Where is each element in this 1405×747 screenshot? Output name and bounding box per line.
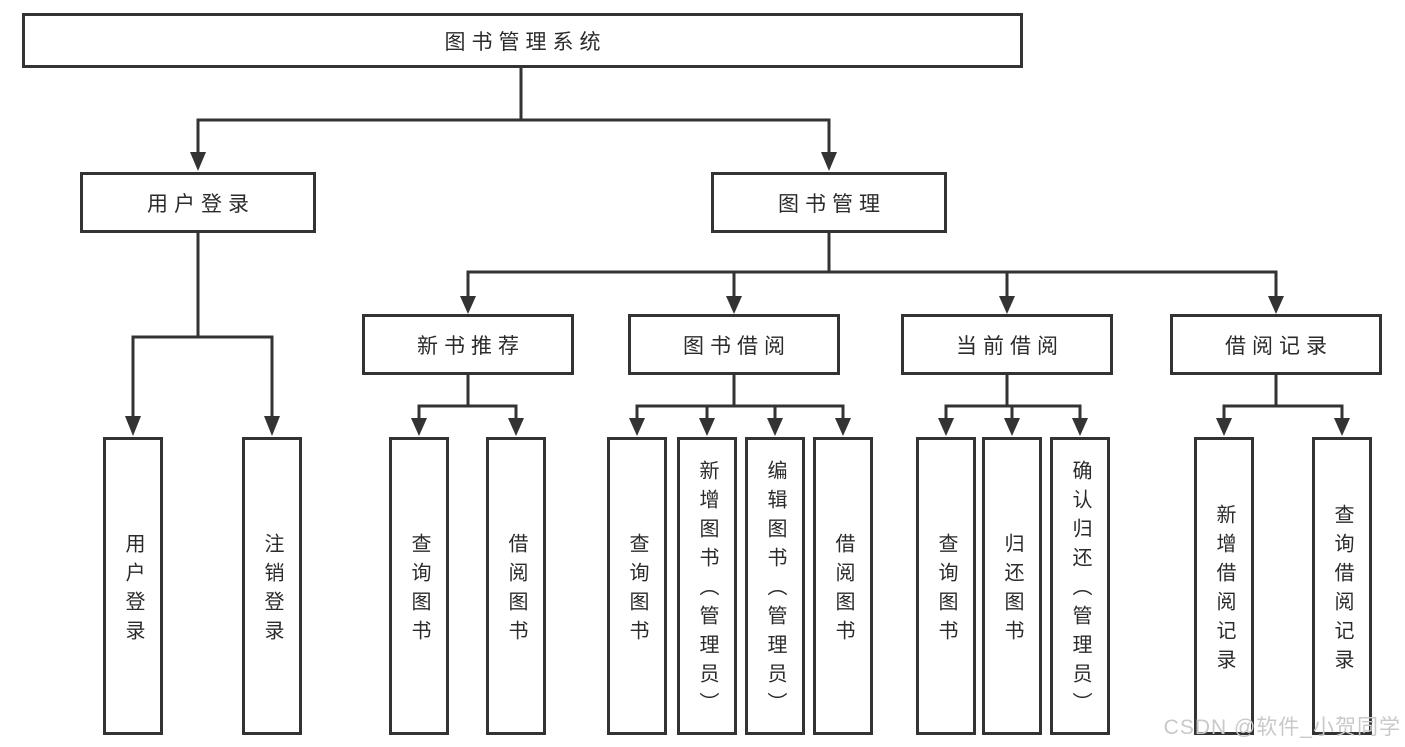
node-user-login: 用户登录	[80, 172, 316, 233]
node-label: 查询图书	[408, 532, 430, 649]
node-borrow-records: 借阅记录	[1170, 314, 1382, 375]
node-label: 当前借阅	[956, 334, 1064, 358]
node-label: 归还图书	[1001, 532, 1023, 649]
node-label: 借阅记录	[1225, 334, 1333, 358]
node-label: 新增图书（管理员）	[696, 460, 718, 721]
leaf-query-books-current: 查询图书	[916, 437, 976, 735]
leaf-add-books-admin: 新增图书（管理员）	[677, 437, 737, 735]
leaf-confirm-return-admin: 确认归还（管理员）	[1050, 437, 1110, 735]
node-new-book-recommend: 新书推荐	[362, 314, 574, 375]
node-label: 图书借阅	[683, 334, 791, 358]
node-label: 借阅图书	[832, 532, 854, 649]
node-label: 用户登录	[122, 532, 144, 649]
leaf-add-borrow-record: 新增借阅记录	[1194, 437, 1254, 735]
node-label: 新增借阅记录	[1213, 503, 1235, 678]
node-label: 确认归还（管理员）	[1069, 460, 1091, 721]
node-current-borrow: 当前借阅	[901, 314, 1113, 375]
node-book-borrow: 图书借阅	[628, 314, 840, 375]
leaf-query-books-recommend: 查询图书	[389, 437, 449, 735]
node-label: 编辑图书（管理员）	[764, 460, 786, 721]
leaf-edit-books-admin: 编辑图书（管理员）	[745, 437, 805, 735]
node-label: 查询借阅记录	[1331, 503, 1353, 678]
node-label: 图书管理	[778, 192, 886, 216]
leaf-return-books: 归还图书	[982, 437, 1042, 735]
leaf-user-login: 用户登录	[103, 437, 163, 735]
node-library-system: 图书管理系统	[22, 13, 1023, 68]
node-label: 图书管理系统	[444, 30, 607, 54]
leaf-query-borrow-record: 查询借阅记录	[1312, 437, 1372, 735]
leaf-logout: 注销登录	[242, 437, 302, 735]
csdn-watermark: CSDN @软件_小贺同学	[1163, 716, 1401, 739]
leaf-query-books-borrow: 查询图书	[607, 437, 667, 735]
node-label: 新书推荐	[417, 334, 525, 358]
node-label: 注销登录	[261, 532, 283, 649]
node-label: 查询图书	[935, 532, 957, 649]
node-label: 查询图书	[626, 532, 648, 649]
node-label: 用户登录	[147, 192, 255, 216]
leaf-borrow-books: 借阅图书	[813, 437, 873, 735]
node-book-management: 图书管理	[711, 172, 947, 233]
leaf-borrow-books-recommend: 借阅图书	[486, 437, 546, 735]
node-label: 借阅图书	[505, 532, 527, 649]
